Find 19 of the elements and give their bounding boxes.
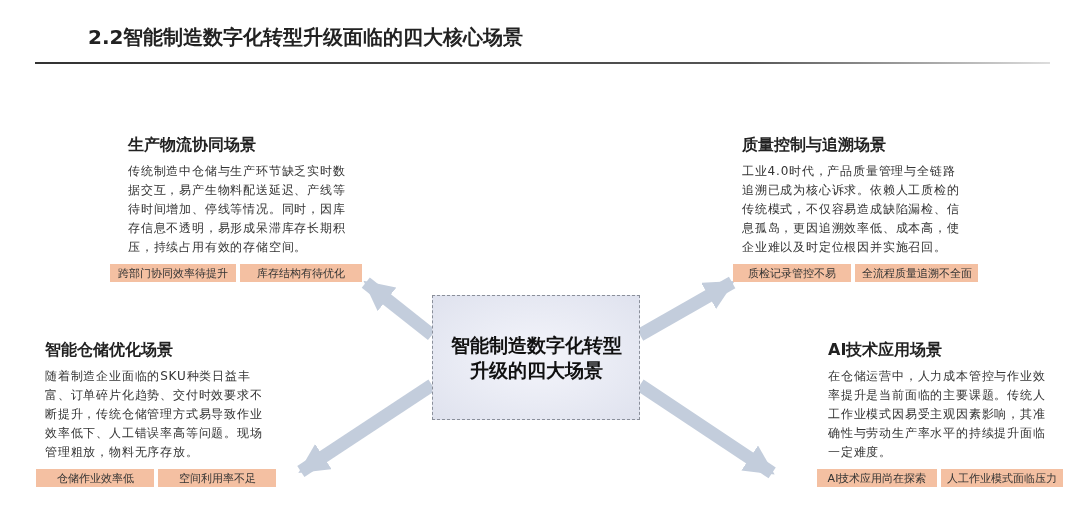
issue-tag: 空间利用率不足 (158, 469, 276, 487)
scenario-heading: 智能仓储优化场景 (45, 340, 173, 361)
issue-tag: 库存结构有待优化 (240, 264, 362, 282)
scenario-heading: 生产物流协同场景 (128, 135, 256, 156)
center-title: 智能制造数字化转型升级的四大场景 (449, 332, 623, 383)
scenario-description: 在仓储运营中，人力成本管控与作业效率提升是当前面临的主要课题。传统人工作业模式因易受主观因素影响，其准确性与劳动生产率水平的持续提升面临一定难度。 (828, 368, 1047, 461)
page-title: 2.2智能制造数字化转型升级面临的四大核心场景 (88, 24, 524, 51)
scenario-description: 工业4.0时代，产品质量管理与全链路追溯已成为核心诉求。依赖人工质检的传统模式，不仅容易造成缺陷漏检、信息孤岛，更因追溯效率低、成本高，使企业难以及时定位根因并实施召回。 (742, 163, 961, 256)
center-box (432, 295, 640, 420)
issue-tag: 质检记录管控不易 (733, 264, 851, 282)
scenario-heading: AI技术应用场景 (828, 340, 943, 361)
scenario-description: 传统制造中仓储与生产环节缺乏实时数据交互，易产生物料配送延迟、产线等待时间增加、停线等情况。同时，因库存信息不透明，易形成呆滞库存长期积压，持续占用有效的存储空间。 (128, 163, 347, 256)
scenario-description: 随着制造企业面临的SKU种类日益丰富、订单碎片化趋势、交付时效要求不断提升，传统仓储管理方式易导致作业效率低下、人工错误率高等问题。现场管理粗放，物料无序存放。 (45, 368, 264, 461)
issue-tag: 人工作业模式面临压力 (941, 469, 1063, 487)
issue-tag: 仓储作业效率低 (36, 469, 154, 487)
issue-tag: 跨部门协同效率待提升 (110, 264, 236, 282)
scenario-heading: 质量控制与追溯场景 (742, 135, 886, 156)
issue-tag: 全流程质量追溯不全面 (855, 264, 978, 282)
issue-tag: AI技术应用尚在探索 (817, 469, 937, 487)
